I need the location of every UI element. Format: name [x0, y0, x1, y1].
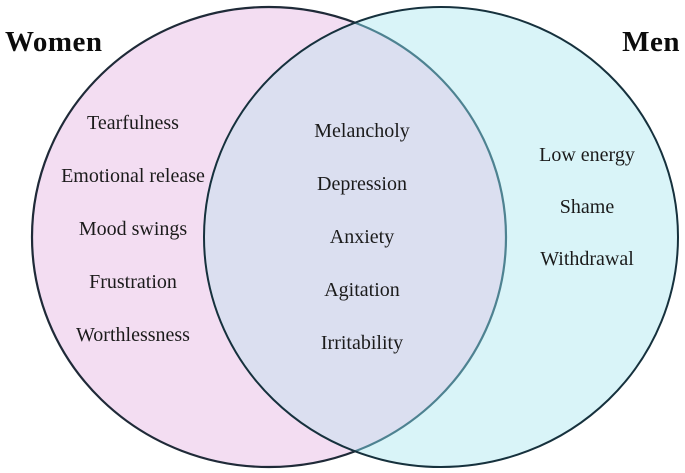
women-symptom: Frustration [89, 271, 177, 293]
men-symptom: Withdrawal [540, 248, 634, 270]
women-set-title: Women [5, 26, 103, 58]
overlap-lens [204, 7, 506, 467]
shared-symptom: Depression [317, 173, 407, 195]
women-symptom: Mood swings [78, 218, 188, 240]
women-only-list: Tearfulness Emotional release Mood swing… [38, 97, 228, 362]
shared-symptom: Anxiety [329, 226, 395, 248]
men-symptom: Low energy [539, 144, 635, 166]
men-symptom: Shame [559, 196, 615, 218]
shared-symptom-list: Melancholy Depression Anxiety Agitation … [267, 105, 457, 370]
women-circle-arc-in-overlap [204, 7, 508, 467]
women-symptom: Emotional release [61, 165, 205, 187]
shared-symptom: Agitation [324, 279, 400, 301]
women-symptom: Tearfulness [87, 112, 179, 134]
men-set-title: Men [622, 26, 680, 58]
women-symptom: Worthlessness [76, 324, 190, 346]
men-only-list: Low energy Shame Withdrawal [492, 129, 682, 285]
men-circle-outline [203, 6, 679, 468]
shared-symptom: Irritability [320, 332, 404, 354]
shared-symptom: Melancholy [314, 120, 410, 142]
